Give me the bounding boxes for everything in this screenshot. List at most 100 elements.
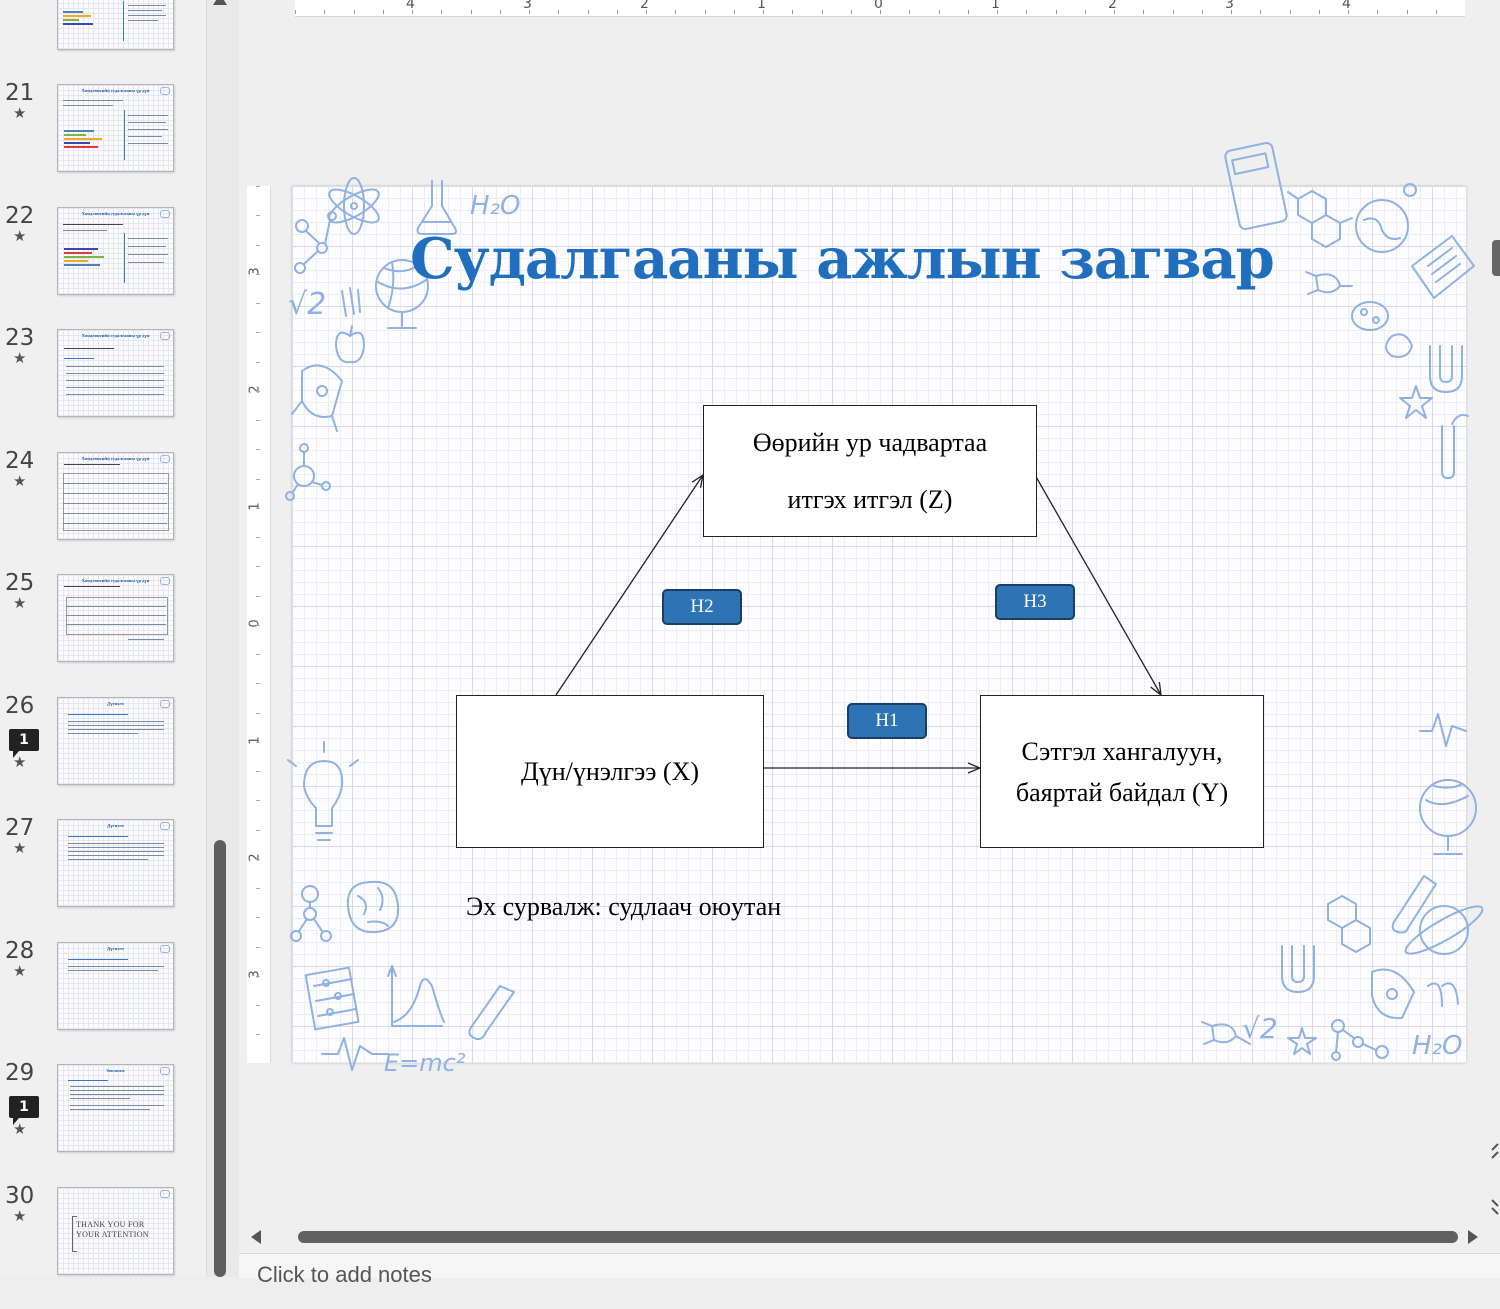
slide-thumbnail-entry[interactable]: 24 ★ Хөндлөнгийн судалгааны үр дүн [0,448,206,574]
slide-thumbnail-entry[interactable]: 22 ★ Хөндлөнгийн судалгааны үр дүн [0,203,206,329]
globe-icon [1419,779,1477,855]
scroll-right-arrow-icon[interactable] [1468,1230,1478,1244]
star-icon [1287,1027,1317,1055]
formula-text: E=mc² [384,1049,466,1077]
notes-placeholder[interactable]: Click to add notes [257,1262,432,1287]
ruler-tick [256,186,260,187]
slide-number: 22 [5,203,35,229]
ruler-tick [909,10,911,14]
animation-star-icon: ★ [13,594,27,612]
h2o-text: H₂O [1412,1031,1462,1061]
hypothesis-h2-badge[interactable]: H2 [662,589,742,625]
independent-variable-box[interactable]: Дүн/үнэлгээ (X) [456,695,764,848]
ruler-tick [821,10,823,14]
ruler-tick [256,654,260,655]
ruler-tick [256,332,260,334]
slide-thumbnail[interactable]: Дүгнэлт [57,942,174,1030]
ruler-tick [353,10,355,14]
slide-thumbnail[interactable]: THANK YOU FOR YOUR ATTENTION [57,1187,174,1275]
dependent-variable-box[interactable]: Сэтгэл хангалуун, баяртай байдал (Y) [980,695,1264,848]
hypothesis-h3-badge[interactable]: H3 [995,584,1075,620]
ruler-tick [850,10,852,14]
globe-icon [375,259,429,329]
slide-thumbnail[interactable]: Хөндлөнгийн судалгааны үр дүн [57,207,174,295]
slide-panel: 21 ★ Хөндлөнгийн судалгааны үр дүн 22 ★ … [0,0,206,1277]
page-nav-icon[interactable] [1490,1140,1500,1220]
slide-thumbnail-entry[interactable]: 28 ★ Дүгнэлт [0,938,206,1064]
panel-scrollbar-thumb[interactable] [214,840,226,1277]
notes-pane[interactable]: Click to add notes [239,1253,1500,1287]
slide-thumbnail[interactable]: Хөндлөнгийн судалгааны үр дүн [57,452,174,540]
independent-variable-label: Дүн/үнэлгээ (X) [520,756,700,786]
bacteria-icon [1351,301,1413,358]
slide-thumbnail[interactable]: Хөндлөнгийн судалгааны үр дүн [57,329,174,417]
slide-thumbnail-entry[interactable]: 27 ★ Дүгнэлт [0,815,206,941]
doodle-icon [160,455,170,463]
ruler-tick [256,800,260,802]
slide-thumbnail-entry[interactable]: 29 1 ★ Зөвлөмж [0,1060,206,1186]
animation-star-icon: ★ [13,227,27,245]
thumbnail-title: Дүгнэлт [107,701,124,706]
mediator-box[interactable]: Өөрийн ур чадвартаа итгэх итгэл (Z) [703,405,1037,537]
ruler-tick [256,507,260,509]
slide-thumbnail[interactable]: Хөндлөнгийн судалгааны үр дүн [57,84,174,172]
dna-icon [1427,982,1459,1007]
plug-icon [1201,1021,1251,1045]
ruler-number: 2 [640,0,649,12]
animation-star-icon: ★ [13,104,27,122]
calculator-icon [1224,142,1288,230]
thumbnail-title: Дүгнэлт [107,823,124,828]
doodle-icon [160,1067,170,1075]
slide-thumbnail[interactable]: Дүгнэлт [57,819,174,907]
source-note[interactable]: Эх сурвалж: судлаач оюутан [466,892,782,921]
doodle-icon [160,87,170,95]
molecule-icon [290,885,332,942]
test-tube-icon [1391,875,1437,934]
molecule-icon [285,443,331,501]
horizontal-scrollbar-thumb[interactable] [298,1231,1458,1243]
ruler-tick [1084,10,1086,14]
comment-icon[interactable]: 1 [9,729,39,758]
ruler-tick [256,244,260,246]
ruler-tick [256,858,260,860]
slide-title[interactable]: Судалгааны ажлын загвар [410,226,1275,292]
slide-thumbnail[interactable]: Дүгнэлт [57,697,174,785]
ruler-tick [382,10,384,14]
ruler-tick [997,10,998,14]
brain-icon [346,880,400,934]
ruler-tick [1435,10,1437,14]
slide-number: 23 [5,325,35,351]
chart-icon [387,965,445,1027]
animation-star-icon: ★ [13,753,27,771]
sidebar-toggle-handle[interactable] [1492,240,1500,276]
sqrt-text: √2 [288,287,326,322]
thumbnail-title: Хөндлөнгийн судалгааны үр дүн [81,333,150,338]
slide-canvas[interactable]: H₂O √2 E=mc² √2 H₂O Судалгааны ажлын заг… [285,142,1484,1077]
ruler-tick [256,273,260,275]
ruler-tick [256,624,260,626]
doodle-icon [160,577,170,585]
star-icon [1399,385,1433,419]
slide-thumbnail-entry[interactable]: 25 ★ Хөндлөнгийн судалгааны үр дүн [0,570,206,696]
ruler-tick [616,10,618,14]
slide-thumbnail[interactable]: Хөндлөнгийн судалгааны үр дүн [57,574,174,662]
slide-thumbnail-entry[interactable]: 21 ★ Хөндлөнгийн судалгааны үр дүн [0,80,206,206]
slide-thumbnail[interactable] [57,0,174,50]
hypothesis-h1-badge[interactable]: H1 [847,703,927,739]
ruler-tick [441,10,443,14]
ruler-tick [256,361,260,363]
comment-icon[interactable]: 1 [9,1096,39,1125]
slide-thumbnail-entry[interactable] [0,0,206,84]
ruler-number: 1 [757,0,766,12]
ruler-number: 2 [247,385,263,394]
slide-number: 28 [5,938,35,964]
slide-thumbnail-entry[interactable]: 30 ★ THANK YOU FOR YOUR ATTENTION [0,1183,206,1309]
ruler-tick [256,683,260,685]
ruler-tick [704,10,706,14]
slide-thumbnail-entry[interactable]: 26 1 ★ Дүгнэлт [0,693,206,819]
slide-thumbnail[interactable]: Зөвлөмж [57,1064,174,1152]
slide-thumbnail-entry[interactable]: 23 ★ Хөндлөнгийн судалгааны үр дүн [0,325,206,451]
scroll-up-arrow-icon[interactable] [213,0,227,5]
scroll-left-arrow-icon[interactable] [251,1230,261,1244]
book-icon [1411,235,1475,299]
